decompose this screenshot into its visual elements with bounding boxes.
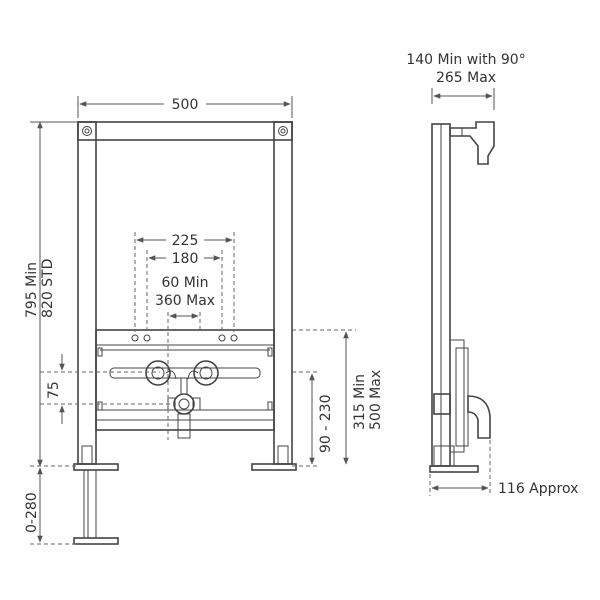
side-view: 140 Min with 90° 265 Max 116 Approx bbox=[406, 52, 578, 497]
height-dimension: 795 Min 820 STD bbox=[24, 121, 78, 467]
front-view: 500 bbox=[24, 96, 384, 545]
mounting-plate bbox=[95, 329, 275, 431]
waste-height-label: 90 - 230 bbox=[318, 395, 334, 454]
tap-connectors bbox=[145, 360, 219, 386]
waste-fitting bbox=[167, 378, 201, 439]
waste-min-label: 60 Min bbox=[161, 275, 208, 291]
inlet-height-dimension: 315 Min 500 Max bbox=[292, 329, 384, 465]
frame-feet bbox=[73, 445, 297, 545]
centre-dimensions: 225 180 60 Min 360 Max bbox=[134, 232, 235, 440]
projection-min-label: 140 Min with 90° bbox=[406, 52, 525, 68]
depth-label: 116 Approx bbox=[498, 481, 578, 497]
waste-height-dimension: 90 - 230 bbox=[292, 371, 334, 467]
height-min-label: 795 Min bbox=[24, 262, 40, 318]
offset-dimension: 75 bbox=[40, 354, 176, 424]
feet-adjust-label: 0-280 bbox=[24, 492, 40, 533]
inlet-max-label: 500 Max bbox=[368, 370, 384, 430]
width-label: 500 bbox=[172, 97, 199, 113]
tap-centres-label: 225 bbox=[172, 233, 199, 249]
offset-label: 75 bbox=[46, 381, 62, 399]
width-dimension: 500 bbox=[77, 96, 293, 118]
inlet-min-label: 315 Min bbox=[352, 374, 368, 430]
feet-adjust-dimension: 0-280 bbox=[24, 465, 78, 545]
height-std-label: 820 STD bbox=[40, 259, 56, 318]
projection-max-label: 265 Max bbox=[436, 70, 496, 86]
inner-centres-label: 180 bbox=[172, 251, 199, 267]
waste-max-label: 360 Max bbox=[155, 293, 215, 309]
